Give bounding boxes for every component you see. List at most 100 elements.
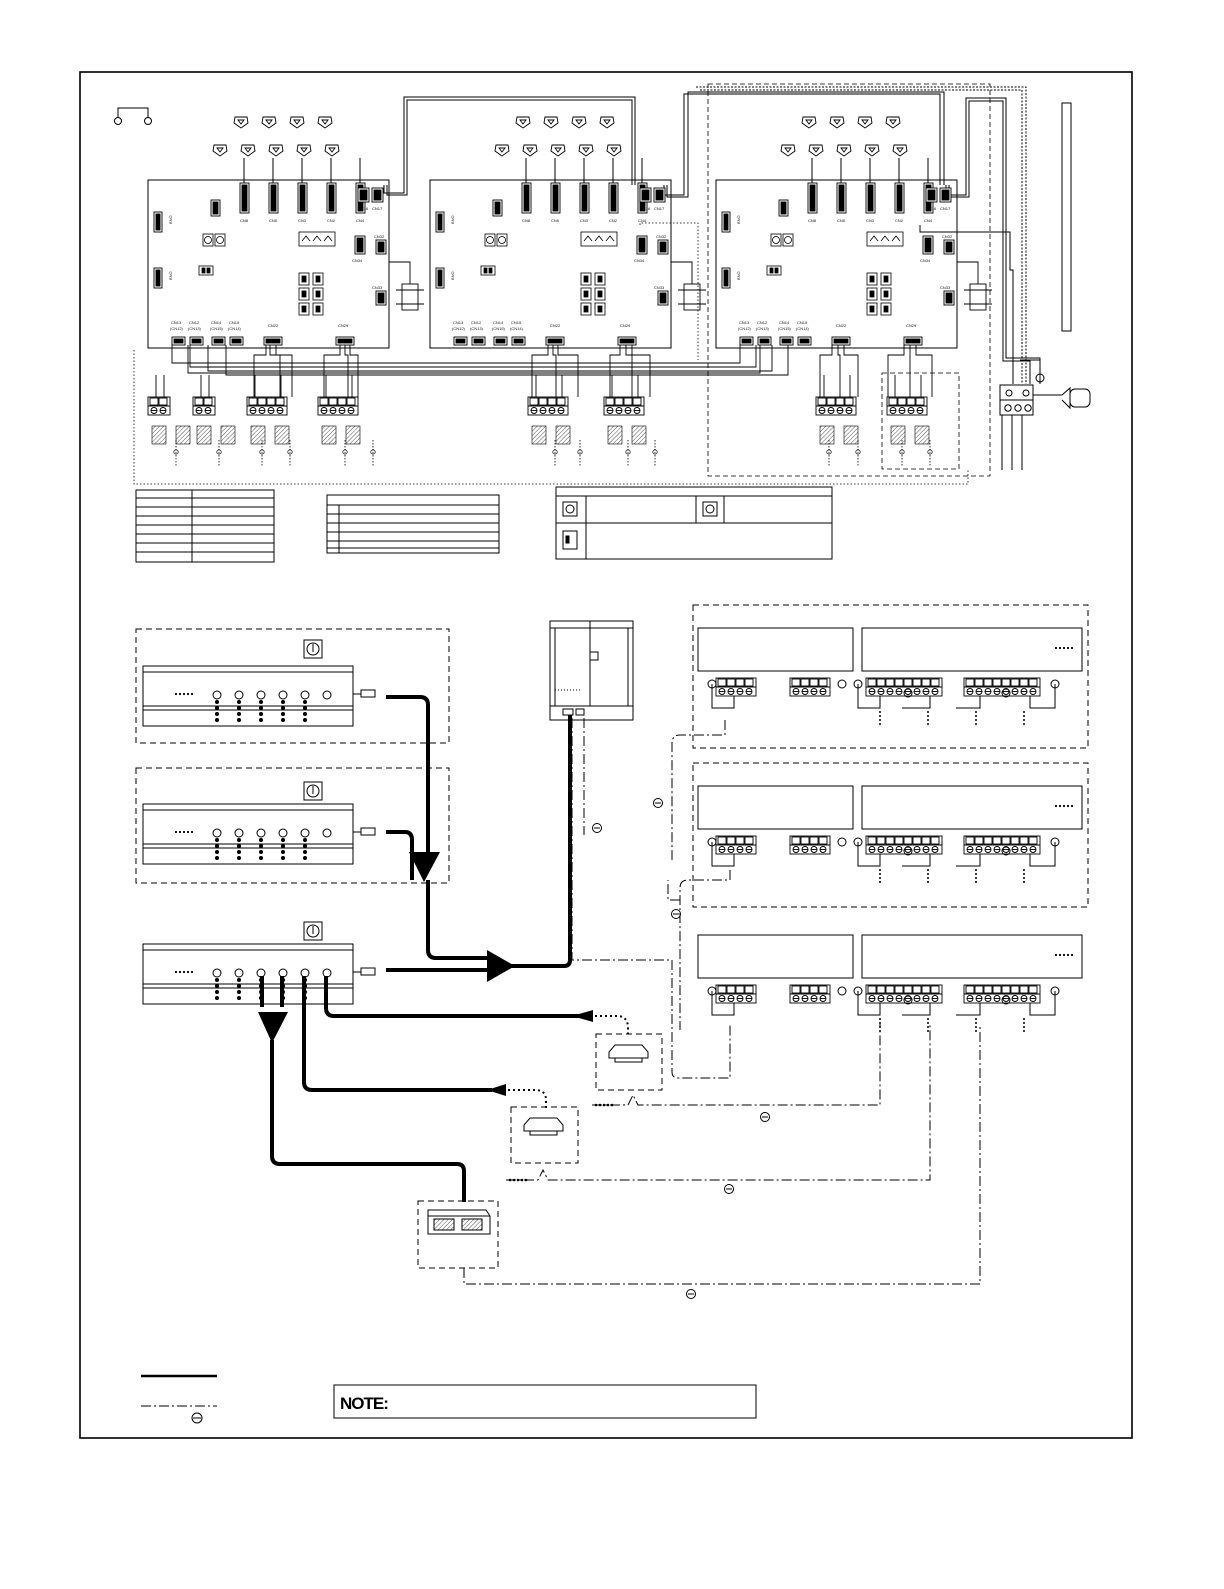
terminal-block [865,835,943,855]
rotary-switch [770,233,794,247]
connector-label: CN22 [268,323,279,328]
connector-cn2 [608,182,619,214]
connector-label: CN5 [269,218,278,223]
connector-cn29 [335,336,355,346]
connector-label: CN29 [906,323,917,328]
connector [210,199,221,217]
fuse-holder [829,116,845,129]
connector-label: CN5 [551,218,560,223]
connector-label: CN16 [926,206,937,211]
connector-label: CN32 [942,234,953,239]
power-terminal-block [999,373,1091,470]
connector-label: CN17 [940,206,951,211]
connector-cn3 [297,182,308,214]
connector-label: (CN15) [210,326,224,331]
connector-cn29 [617,336,637,346]
dip-switch [198,265,214,276]
fuse-holder [836,144,852,157]
connector-label: CN15 [797,320,808,325]
transformer [957,261,992,311]
fuse-holder [801,116,817,129]
connector-cn16 [639,187,652,203]
connector-cn8 [807,182,818,214]
connector-cn17 [653,187,666,203]
connector-cn5 [836,182,847,214]
terminal-block [715,835,757,855]
connector [721,267,731,289]
connector [471,336,486,346]
fuse-holder [599,116,615,129]
indoor-terminal-group [692,604,1089,749]
connector-cn5 [550,182,561,214]
terminal-block [246,396,288,416]
terminal-block [963,835,1041,855]
connector-cn33 [943,290,955,306]
controller-module [135,628,450,744]
fuse-holder [515,116,531,129]
fuse-holder [571,116,587,129]
pcb3-zone [707,83,991,477]
fuse-holder [289,116,305,129]
fuse-holder [522,144,538,157]
connector-label: CN12 [757,320,768,325]
terminal-block [147,396,171,416]
terminal-block [789,677,831,697]
fuse-holder [550,144,566,157]
rotary-switch [202,233,226,247]
connector-label: CN3 [866,218,875,223]
terminal-block [603,396,645,416]
indoor-unit-cassette-2 [510,1106,579,1164]
fuse-holder [261,116,277,129]
connector-label: CN8 [240,218,249,223]
fuse-holder [296,144,312,157]
arrow-heads [258,852,593,1096]
transformer [389,261,424,311]
connector-label: CN33 [372,285,383,290]
connector-label: CN12 [471,320,482,325]
connector-label: (CN12) [170,326,184,331]
pcb-terminal-row [147,375,933,466]
connector [153,267,163,289]
dotted-bus [133,350,969,485]
terminal-block [527,396,569,416]
fuse-holder [317,116,333,129]
connector-label: CN16 [358,206,369,211]
connector [453,336,468,346]
connector-label: CN3 [298,218,307,223]
connector [492,199,503,217]
connector-label: CN2 [895,218,904,223]
communication-wiring [463,718,981,1285]
connector-label: CN34 [920,258,931,263]
dotted-leaders [508,1015,629,1108]
connector-cn3 [865,182,876,214]
legend-table-1 [135,489,275,563]
pcb-to-terminal-wiring [253,345,933,397]
connector-label: CN12 [189,320,200,325]
connector-cn5 [268,182,279,214]
connector [211,336,226,346]
connector-cn29 [903,336,923,346]
transformer [671,261,706,311]
connector-label: CN4 [638,218,647,223]
outer-frame [79,71,1133,1439]
dip-switch [480,265,496,276]
connector-cn32 [943,239,955,255]
fuse-holder [857,116,873,129]
fuse-holder [233,116,249,129]
note-label: NOTE: [340,1394,388,1413]
connector [171,336,186,346]
connector-cn34 [636,235,648,255]
note-box [333,1384,757,1419]
rotary-switch [484,233,508,247]
connector-label: CN16 [640,206,651,211]
fuse-holder [864,144,880,157]
connector-label: CN13 [453,320,464,325]
connector-label: CN15 [511,320,522,325]
fuse-holder [543,116,559,129]
connector-label: CN8 [522,218,531,223]
control-wiring-bus [260,695,580,1202]
